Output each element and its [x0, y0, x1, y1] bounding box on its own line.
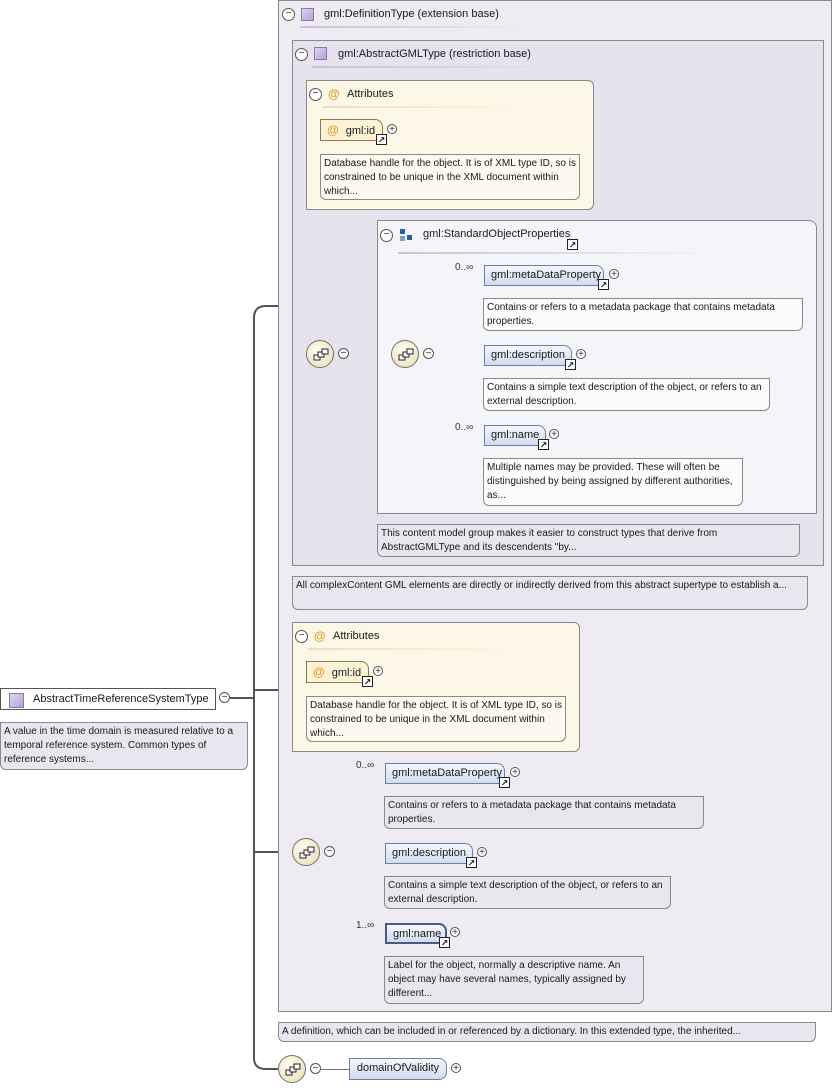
connector-line	[320, 1069, 350, 1070]
link-arrow-icon[interactable]: ↗	[362, 676, 373, 687]
at-icon: @	[327, 123, 339, 137]
attr-name: gml:id	[345, 125, 376, 137]
sequence-glyph	[313, 348, 329, 361]
inner-attr-doc: Database handle for the object. It is of…	[320, 154, 580, 200]
outer-attributes-title: Attributes	[333, 630, 380, 642]
sequence-collapse-icon[interactable]: −	[423, 348, 434, 359]
expand-icon[interactable]: +	[450, 927, 460, 938]
elem-description[interactable]: gml:description	[484, 345, 572, 366]
sequence-icon	[306, 340, 334, 368]
restriction-collapse-icon[interactable]: −	[295, 48, 308, 61]
inner-attr-gml-id[interactable]: @ gml:id	[320, 119, 383, 141]
link-arrow-icon[interactable]: ↗	[376, 134, 387, 145]
std-props-doc: This content model group makes it easier…	[377, 524, 800, 557]
expand-icon[interactable]: +	[477, 847, 487, 858]
name-doc: Multiple names may be provided. These wi…	[483, 458, 743, 506]
link-arrow-icon[interactable]: ↗	[466, 857, 477, 868]
attributes-collapse-icon[interactable]: −	[295, 630, 308, 643]
restriction-doc: All complexContent GML elements are dire…	[292, 576, 808, 610]
cardinality: 0..∞	[356, 760, 375, 771]
elem-description[interactable]: gml:description	[385, 843, 473, 864]
expand-icon[interactable]: +	[373, 666, 383, 677]
expand-icon[interactable]: +	[387, 124, 397, 135]
link-arrow-icon[interactable]: ↗	[538, 439, 549, 450]
root-doc: A value in the time domain is measured r…	[0, 722, 248, 770]
link-arrow-icon[interactable]: ↗	[565, 359, 576, 370]
sequence-icon	[292, 838, 320, 866]
root-collapse-icon[interactable]: −	[219, 692, 230, 703]
sequence-glyph	[398, 348, 414, 361]
sequence-collapse-icon[interactable]: −	[338, 348, 349, 359]
title-underline	[300, 26, 530, 28]
expand-icon[interactable]: +	[576, 349, 586, 360]
inner-attributes-title: Attributes	[347, 88, 394, 100]
expand-icon[interactable]: +	[510, 767, 520, 778]
description-doc: Contains a simple text description of th…	[384, 876, 671, 909]
expand-icon[interactable]: +	[451, 1063, 461, 1074]
attributes-collapse-icon[interactable]: −	[309, 88, 322, 101]
sequence-glyph	[299, 846, 315, 859]
root-type-box[interactable]: AbstractTimeReferenceSystemType	[0, 688, 216, 710]
sequence-collapse-icon[interactable]: −	[324, 846, 335, 857]
at-icon: @	[328, 87, 340, 101]
model-group-icon	[400, 229, 413, 242]
title-underline	[312, 66, 562, 68]
sequence-glyph	[285, 1063, 301, 1076]
attr-name: gml:id	[331, 667, 362, 679]
complex-type-icon	[301, 8, 314, 21]
metadata-property-doc: Contains or refers to a metadata package…	[384, 796, 704, 829]
outer-attr-doc: Database handle for the object. It is of…	[306, 696, 566, 742]
sequence-collapse-icon[interactable]: −	[310, 1063, 321, 1074]
title-underline	[398, 252, 718, 254]
metadata-property-doc: Contains or refers to a metadata package…	[483, 298, 803, 331]
elem-metadata-property[interactable]: gml:metaDataProperty	[385, 763, 505, 784]
elem-domain-of-validity[interactable]: domainOfValidity	[349, 1058, 447, 1080]
title-underline	[308, 648, 508, 650]
complex-type-icon	[314, 47, 327, 60]
at-icon: @	[313, 665, 325, 679]
elem-metadata-property[interactable]: gml:metaDataProperty	[484, 265, 604, 286]
expand-icon[interactable]: +	[549, 429, 559, 440]
complex-type-icon	[9, 693, 24, 708]
cardinality: 0..∞	[455, 262, 474, 273]
extension-title: gml:DefinitionType (extension base)	[324, 8, 499, 20]
std-props-title: gml:StandardObjectProperties	[423, 228, 571, 240]
root-type-name: AbstractTimeReferenceSystemType	[33, 693, 209, 705]
extension-collapse-icon[interactable]: −	[282, 8, 295, 21]
link-arrow-icon[interactable]: ↗	[567, 239, 578, 250]
title-underline	[322, 106, 522, 108]
description-doc: Contains a simple text description of th…	[483, 378, 770, 411]
link-arrow-icon[interactable]: ↗	[439, 937, 450, 948]
group-collapse-icon[interactable]: −	[380, 229, 393, 242]
cardinality: 1..∞	[356, 920, 375, 931]
cardinality: 0..∞	[455, 422, 474, 433]
sequence-icon	[391, 340, 419, 368]
sequence-icon	[278, 1055, 306, 1083]
link-arrow-icon[interactable]: ↗	[598, 279, 609, 290]
name-doc: Label for the object, normally a descrip…	[384, 956, 644, 1004]
at-icon: @	[314, 629, 326, 643]
expand-icon[interactable]: +	[609, 269, 619, 280]
elem-name[interactable]: gml:name	[484, 425, 546, 446]
link-arrow-icon[interactable]: ↗	[499, 777, 510, 788]
extension-doc: A definition, which can be included in o…	[278, 1022, 816, 1042]
outer-attr-gml-id[interactable]: @ gml:id	[306, 661, 369, 683]
restriction-title: gml:AbstractGMLType (restriction base)	[338, 48, 531, 60]
elem-name[interactable]: gml:name	[385, 923, 447, 944]
